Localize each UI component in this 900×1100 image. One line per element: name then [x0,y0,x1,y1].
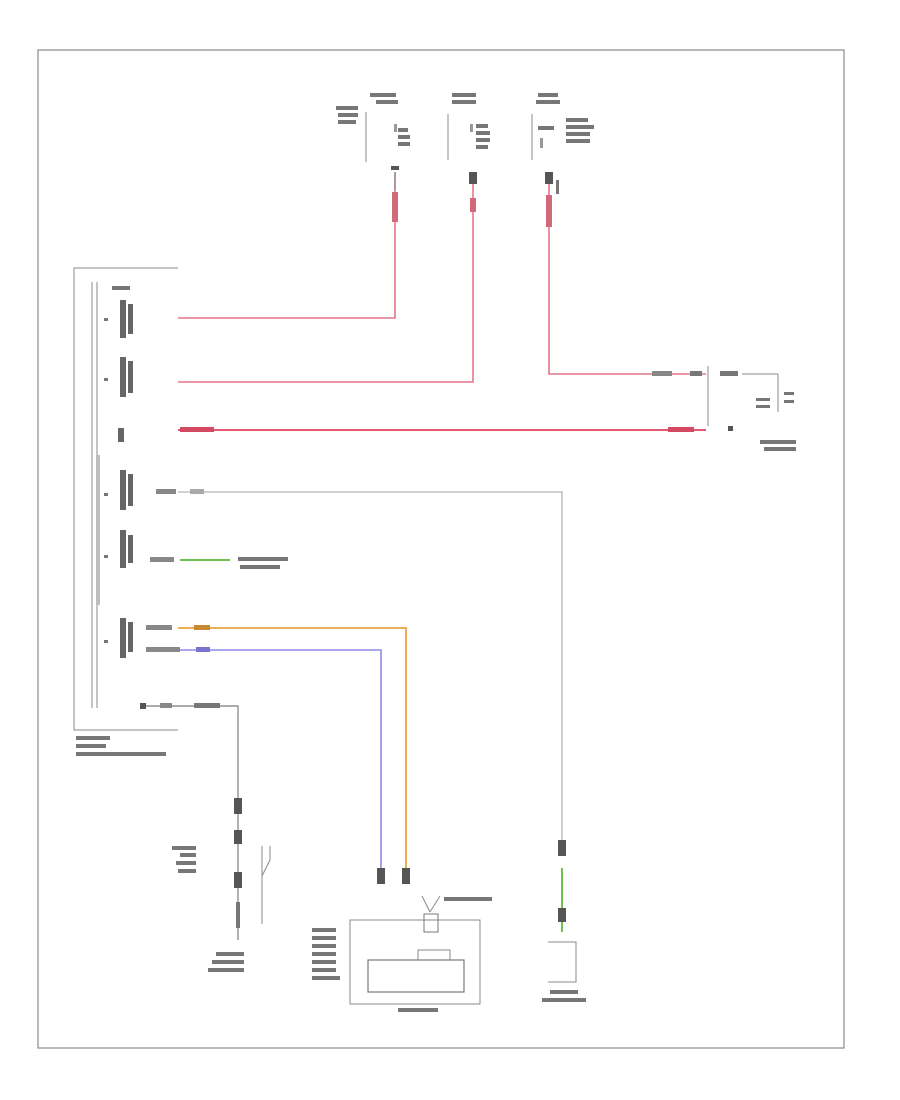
fuse-source-middle [447,93,490,160]
wire-dark-left [140,703,271,972]
fuse-source-right [531,93,594,160]
fuse-source-left [336,93,410,162]
bottom-right-unit [542,840,586,1002]
wire-green-stub [150,557,288,569]
wire-gray-right [156,489,563,840]
diagram-border [37,49,845,1049]
control-module [73,267,178,756]
wire-main-red [178,427,706,432]
wire-blue [146,647,385,884]
wire-orange [146,625,410,884]
relay-component [652,366,796,451]
bottom-center-unit [312,895,492,1012]
wire-top-left [178,166,399,319]
wire-top-right [545,172,706,375]
wire-top-middle [178,172,477,383]
